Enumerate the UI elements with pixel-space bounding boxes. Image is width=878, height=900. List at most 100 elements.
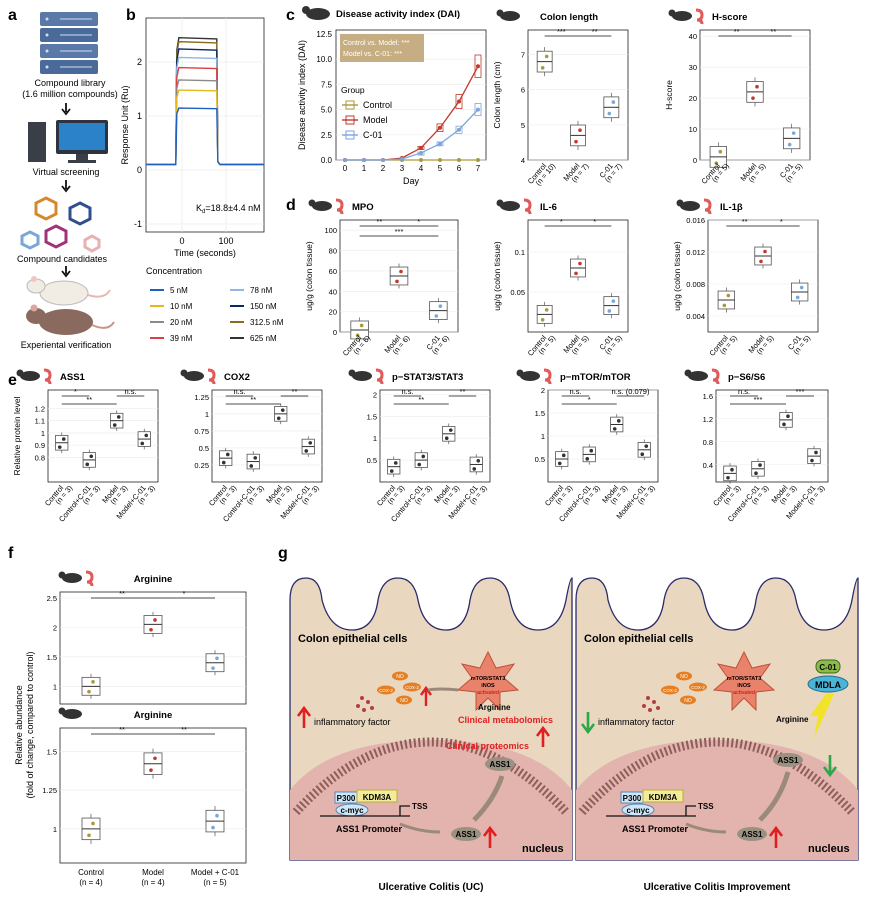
arrow-down-icon [61, 266, 71, 278]
significance-label: ** [770, 27, 776, 36]
arrow-down-icon [61, 180, 71, 193]
promoter-label: ASS1 Promoter [336, 824, 403, 834]
data-point [751, 96, 755, 100]
kd-annotation: Kd=18.8±4.4 nM [196, 203, 261, 215]
data-point [355, 333, 360, 338]
x-tick-label: (n = 5) [203, 878, 227, 887]
y-tick-label: 0.5 [367, 456, 377, 465]
y-tick-label: 4 [521, 156, 525, 165]
mouse-icon [684, 369, 708, 381]
kdm3a-box: KDM3A [363, 793, 392, 802]
x-tick-label: (n = 4) [79, 878, 103, 887]
significance-label: * [560, 217, 563, 226]
data-point [540, 66, 545, 70]
y-tick-label: 0.25 [194, 461, 209, 470]
chart-title: ASS1 [60, 372, 86, 383]
y-tick-label: 1 [373, 434, 377, 443]
colon-icon [335, 198, 344, 215]
mouse-icon [348, 369, 372, 381]
significance-label: ** [742, 217, 748, 226]
significance-label: ** [418, 395, 424, 404]
mtor-star-icon: mTOR/STAT3 iNOS activated [712, 650, 776, 712]
sensorgram-line [146, 40, 264, 166]
data-point [393, 461, 398, 465]
significance-label: * [593, 217, 596, 226]
colon-icon [375, 368, 384, 385]
promoter-label: ASS1 Promoter [622, 824, 689, 834]
arrow-up-icon [768, 825, 784, 848]
data-point [544, 308, 549, 312]
x-tick-label: 4 [419, 164, 424, 173]
y-tick-label: 2 [373, 390, 377, 399]
data-point [589, 448, 594, 453]
mouse-icon [16, 369, 40, 381]
svg-text:MDLA: MDLA [815, 680, 841, 690]
compound-hexagons-icon [20, 196, 101, 253]
significance-label: ** [119, 589, 125, 598]
chart-title: IL-1β [720, 202, 743, 213]
data-point [87, 689, 91, 694]
data-point [755, 84, 759, 89]
legend-box [345, 100, 355, 110]
x-tick-label: (n = 4) [141, 878, 165, 887]
chart-title: IL-6 [540, 202, 557, 213]
inflammatory-label: inflammatory factor [314, 717, 391, 727]
clinical-metabolomics-label: Clinical metabolomics [458, 715, 553, 725]
y-tick-label: 5 [521, 121, 525, 130]
ass1-mrna: ASS1 [456, 830, 477, 839]
data-point [417, 462, 422, 467]
box [455, 94, 463, 109]
mouse-icon [496, 9, 520, 21]
legend-label: Control [363, 100, 392, 110]
x-tick-label: 6 [457, 164, 462, 173]
data-point [140, 441, 145, 446]
y-tick-label: 0.75 [194, 427, 209, 436]
y-axis-label: Relative protein level [12, 396, 22, 475]
y-tick-label: 1.5 [535, 409, 545, 418]
y-axis-label: ug/g (colon tissue) [304, 241, 314, 311]
sensorgram-line [146, 48, 264, 166]
plot-frame [707, 219, 819, 333]
significance-label: ** [460, 387, 466, 396]
y-tick-label: 2 [53, 623, 57, 632]
sensorgram-line [146, 89, 264, 166]
data-point [722, 303, 727, 308]
mouse-icon [58, 707, 82, 719]
panel-letter-b: b [126, 7, 136, 24]
data-point [607, 309, 612, 313]
legend-title: Group [341, 85, 365, 95]
mouse-icon [58, 571, 82, 583]
data-point [611, 100, 616, 104]
y-tick-label: 1.6 [703, 392, 713, 401]
data-point [754, 471, 758, 475]
y-axis-label: ug/g (colon tissue) [672, 241, 682, 311]
data-point [476, 458, 481, 463]
box [474, 103, 482, 117]
x-axis-label: Day [403, 176, 420, 186]
f-y-axis-label-1: Relative abundance [14, 685, 24, 765]
significance-label: ** [250, 395, 256, 404]
significance-label: * [780, 217, 783, 226]
panel-letter-e: e [8, 372, 17, 389]
y-tick-label: 1.5 [367, 412, 377, 421]
ass1-protein: ASS1 [490, 760, 511, 769]
svg-text:1: 1 [137, 111, 142, 121]
legend-label: 78 nM [250, 286, 273, 295]
data-point [644, 444, 649, 448]
data-point [616, 419, 621, 423]
chart-title: COX2 [224, 372, 250, 383]
data-point [814, 450, 818, 455]
x-tick-label: 0 [343, 164, 348, 173]
data-point [763, 249, 767, 254]
significance-label: n.s. [569, 387, 581, 396]
panel-il6: IL-60.050.1ug/g (colon tissue)Control(n … [492, 198, 629, 358]
y-tick-label: 60 [329, 267, 337, 276]
plot-frame [145, 17, 265, 233]
svg-text:activated: activated [477, 690, 499, 696]
data-point [419, 150, 423, 155]
